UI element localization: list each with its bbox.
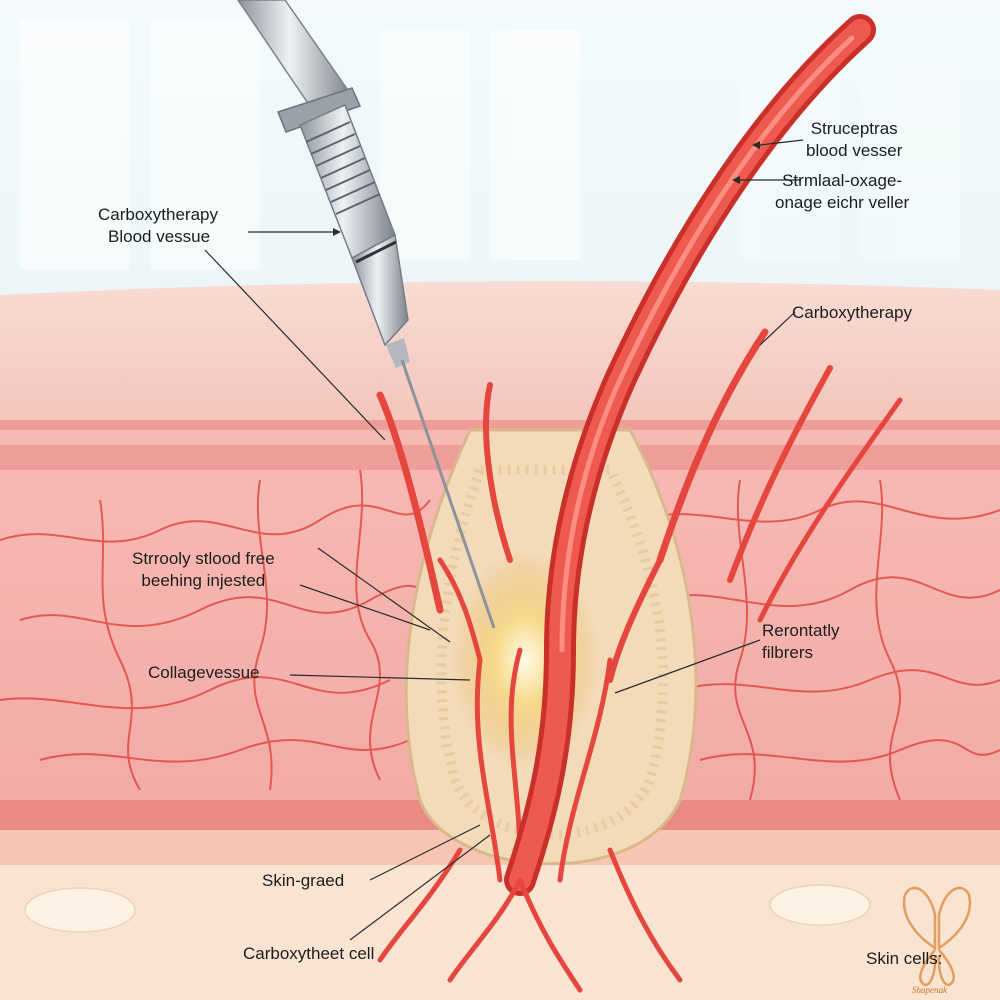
- label-stromal-oxygen: Strmlaal-oxage- onage eichr veller: [775, 170, 909, 214]
- label-line-2: blood vesser: [806, 141, 903, 160]
- root-vessels: [377, 847, 683, 993]
- syringe: [237, 0, 496, 629]
- butterfly-icon: [902, 886, 972, 987]
- label-collagevessue: Collagevessue: [148, 663, 260, 682]
- label-line-1: Strrooly stlood free: [132, 549, 275, 568]
- label-structure-blood-vessel: Struceptras blood vesser: [806, 118, 902, 162]
- fat-cells: [24, 884, 871, 933]
- epidermis-surface: [0, 281, 1000, 430]
- window-panes: [20, 20, 960, 270]
- arrow-heads: [333, 141, 760, 236]
- label-rerontatly-fibres: Rerontatly filbrers: [762, 620, 839, 664]
- label-line-2: Blood vessue: [108, 227, 211, 246]
- label-line-2: filbrers: [762, 643, 814, 662]
- left-vessels: [376, 382, 513, 614]
- label-carboxytheet-cell: Carboxytheet cell: [243, 944, 375, 963]
- label-strongly-stood-free: Strrooly stlood free beehing injested: [132, 548, 275, 592]
- label-carboxytherapy-blood-vessel: Carboxytherapy Blood vessue: [98, 204, 218, 248]
- label-line-1: Struceptras: [810, 119, 898, 138]
- label-line-1: Carboxytherapy: [98, 205, 219, 224]
- label-line-1: Rerontatly: [762, 621, 840, 640]
- needle-shaft: [400, 359, 496, 629]
- subcutaneous-layer: [0, 865, 1000, 1000]
- label-skin-graed: Skin-graed: [262, 871, 345, 890]
- leader-lines: [204, 139, 804, 941]
- watermark-text: Shapenak: [912, 985, 947, 995]
- label-line-2: beehing injested: [141, 571, 266, 590]
- label-skin-cells: Skin cells:: [866, 949, 943, 968]
- label-line-1: Strmlaal-oxage-: [782, 171, 903, 190]
- label-line-2: onage eichr veller: [775, 193, 910, 212]
- label-carboxytherapy-right: Carboxytherapy: [792, 303, 913, 322]
- right-vessels: [607, 328, 903, 683]
- capillary-network-right: [639, 479, 1000, 801]
